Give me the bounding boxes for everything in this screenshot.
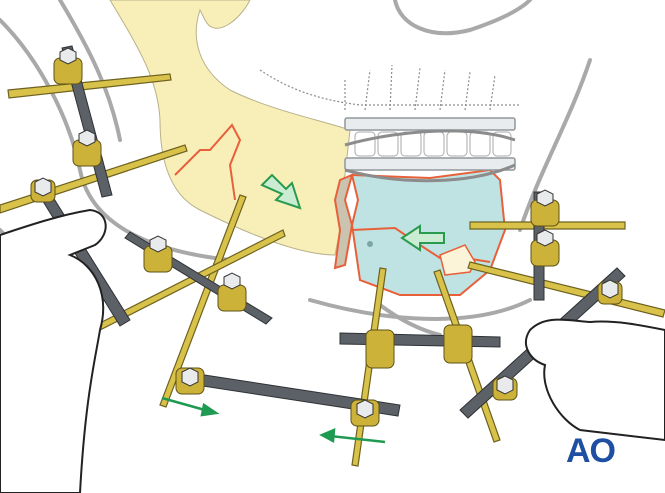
- surgeon-hands: [0, 208, 665, 493]
- reduction-arrow-left-icon: [400, 224, 445, 252]
- ao-logo: AO: [566, 432, 616, 471]
- clamp: [175, 367, 205, 395]
- clamp: [350, 399, 380, 427]
- pin-clamps: [30, 47, 623, 427]
- teeth: [354, 131, 512, 157]
- ao-logo-text: AO: [566, 432, 616, 470]
- move-arrow-left-icon: [329, 434, 386, 444]
- reduction-arrow-right-icon: [260, 173, 302, 210]
- maxilla-outline: [259, 64, 520, 111]
- clamp: [217, 272, 247, 312]
- clamp: [530, 189, 560, 227]
- lip-outline: [344, 129, 516, 183]
- clamp: [53, 47, 83, 85]
- clamp: [365, 329, 395, 369]
- left-hand: [0, 208, 107, 493]
- clamp: [72, 129, 102, 167]
- fracture-line-left: [174, 123, 242, 201]
- mental-foramen: [367, 241, 373, 247]
- clamp: [530, 229, 560, 267]
- clamp: [30, 177, 56, 203]
- clamp: [143, 235, 173, 273]
- clamp: [597, 279, 623, 305]
- movement-arrows: [161, 396, 386, 444]
- clamp: [492, 375, 518, 401]
- fracture-gap: [333, 173, 354, 270]
- clamp: [443, 324, 473, 364]
- right-hand: [525, 318, 665, 442]
